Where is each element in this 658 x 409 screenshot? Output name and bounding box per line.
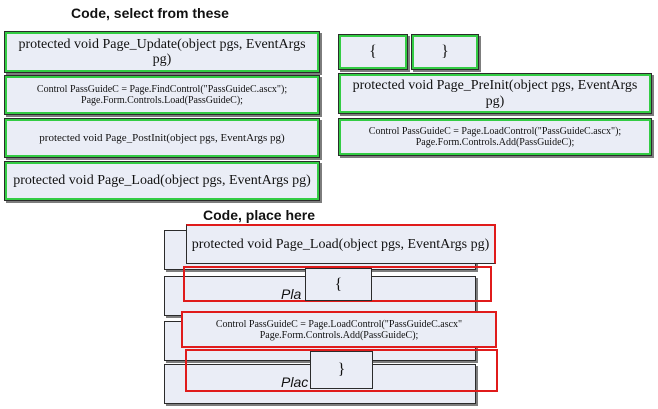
placed-loadcontrol-line-1: Control PassGuideC = Page.LoadControl("P… [215,318,463,330]
page-preinit-tile[interactable]: protected void Page_PreInit(object pgs, … [338,73,652,114]
placed-close-brace-tile[interactable]: } [310,351,373,389]
page-postinit-text: protected void Page_PostInit(object pgs,… [39,131,285,144]
page-preinit-text: protected void Page_PreInit(object pgs, … [352,78,638,109]
placed-close-brace-text: } [337,361,346,379]
page-load-tile[interactable]: protected void Page_Load(object pgs, Eve… [4,161,320,201]
page-update-tile[interactable]: protected void Page_Update(object pgs, E… [4,31,320,73]
loadcontrol-line-2: Page.Form.Controls.Add(PassGuideC); [415,137,575,148]
open-brace-text: { [369,43,377,61]
select-heading: Code, select from these [71,5,229,21]
answer-slot-4-label: Plac [281,374,309,390]
findcontrol-tile[interactable]: Control PassGuideC = Page.FindControl("P… [4,75,320,115]
placed-open-brace-tile[interactable]: { [305,268,372,301]
page-update-text: protected void Page_Update(object pgs, E… [18,36,306,67]
loadcontrol-line-1: Control PassGuideC = Page.LoadControl("P… [368,126,622,137]
placed-loadcontrol-tile[interactable]: Control PassGuideC = Page.LoadControl("P… [181,311,497,348]
loadcontrol-tile[interactable]: Control PassGuideC = Page.LoadControl("P… [338,118,652,156]
page-load-text: protected void Page_Load(object pgs, Eve… [13,173,311,189]
page-postinit-tile[interactable]: protected void Page_PostInit(object pgs,… [4,118,320,158]
place-heading: Code, place here [203,207,316,223]
findcontrol-line-1: Control PassGuideC = Page.FindControl("P… [36,84,288,95]
close-brace-text: } [441,43,449,61]
placed-page-load-text: protected void Page_Load(object pgs, Eve… [191,236,490,252]
open-brace-tile[interactable]: { [338,34,408,70]
placed-loadcontrol-line-2: Page.Form.Controls.Add(PassGuideC); [259,329,419,341]
placed-page-load-tile[interactable]: protected void Page_Load(object pgs, Eve… [186,224,496,264]
findcontrol-line-2: Page.Form.Controls.Load(PassGuideC); [81,95,243,106]
answer-slot-2-label: Pla [281,286,302,302]
placed-open-brace-text: { [334,275,343,293]
close-brace-tile[interactable]: } [411,34,479,70]
